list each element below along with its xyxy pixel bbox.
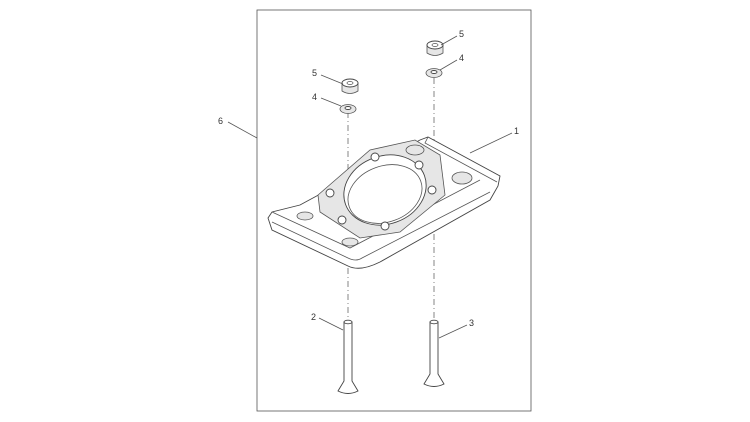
base-plate <box>267 136 501 269</box>
washer-left <box>339 104 357 114</box>
nut-left <box>341 78 359 94</box>
washer-right <box>425 68 443 78</box>
callout-1: 1 <box>514 126 519 136</box>
bolt-left <box>337 319 359 394</box>
callout-2: 2 <box>311 312 316 322</box>
callout-4-right: 4 <box>459 53 464 63</box>
callout-4-left: 4 <box>312 92 317 102</box>
assembly-frame <box>256 9 532 412</box>
callout-5-left: 5 <box>312 68 317 78</box>
bolt-right <box>423 319 445 387</box>
nut-right <box>426 40 444 56</box>
leader-lines <box>227 35 513 339</box>
callout-5-right: 5 <box>459 29 464 39</box>
callout-3: 3 <box>469 318 474 328</box>
callout-6: 6 <box>218 116 223 126</box>
